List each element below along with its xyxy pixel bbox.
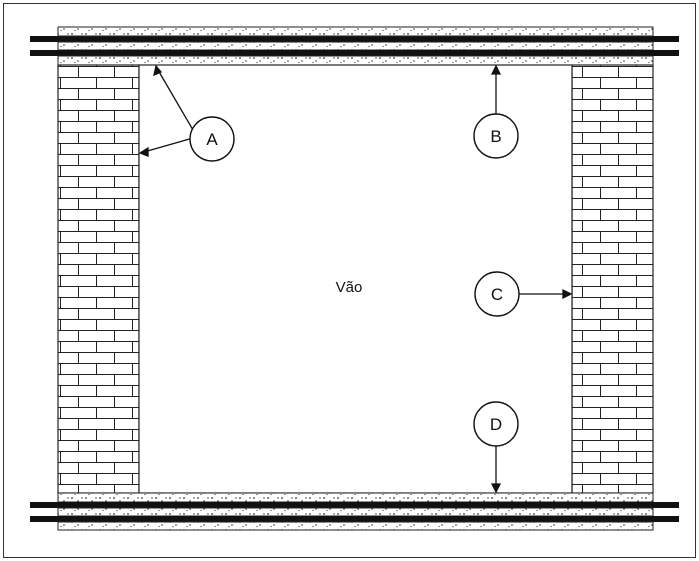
top-beam-mid-texture [57, 41, 654, 51]
opening-label: Vão [336, 279, 363, 296]
arrowhead-a-side [138, 146, 149, 157]
bottom-beam-mid-texture [57, 507, 654, 517]
callout-b: B [473, 113, 519, 159]
callout-b-label: B [490, 127, 501, 146]
callout-a-label: A [206, 130, 218, 149]
arrowhead-d [490, 483, 502, 494]
top-beam-upper-bar [30, 36, 679, 42]
outer-frame [3, 3, 696, 558]
bottom-beam-upper-bar [30, 502, 679, 508]
left-brick-wall [57, 64, 140, 494]
callout-c: C [474, 271, 520, 317]
top-lintel [57, 55, 654, 66]
bottom-beam-lower-bar [30, 516, 679, 522]
right-brick-wall [571, 64, 654, 494]
leader-a-top [157, 69, 194, 131]
bottom-slab-texture [57, 521, 654, 531]
callout-a: A [189, 116, 235, 162]
bottom-sill [57, 492, 654, 503]
leader-a-side [143, 137, 194, 153]
callout-c-label: C [491, 285, 503, 304]
top-slab-texture [57, 26, 654, 37]
top-beam-lower-bar [30, 50, 679, 56]
callout-d-label: D [490, 415, 502, 434]
arrowhead-b [490, 64, 502, 75]
arrowhead-a-top [153, 64, 163, 77]
arrowhead-c [562, 288, 573, 300]
callout-d: D [473, 401, 519, 447]
